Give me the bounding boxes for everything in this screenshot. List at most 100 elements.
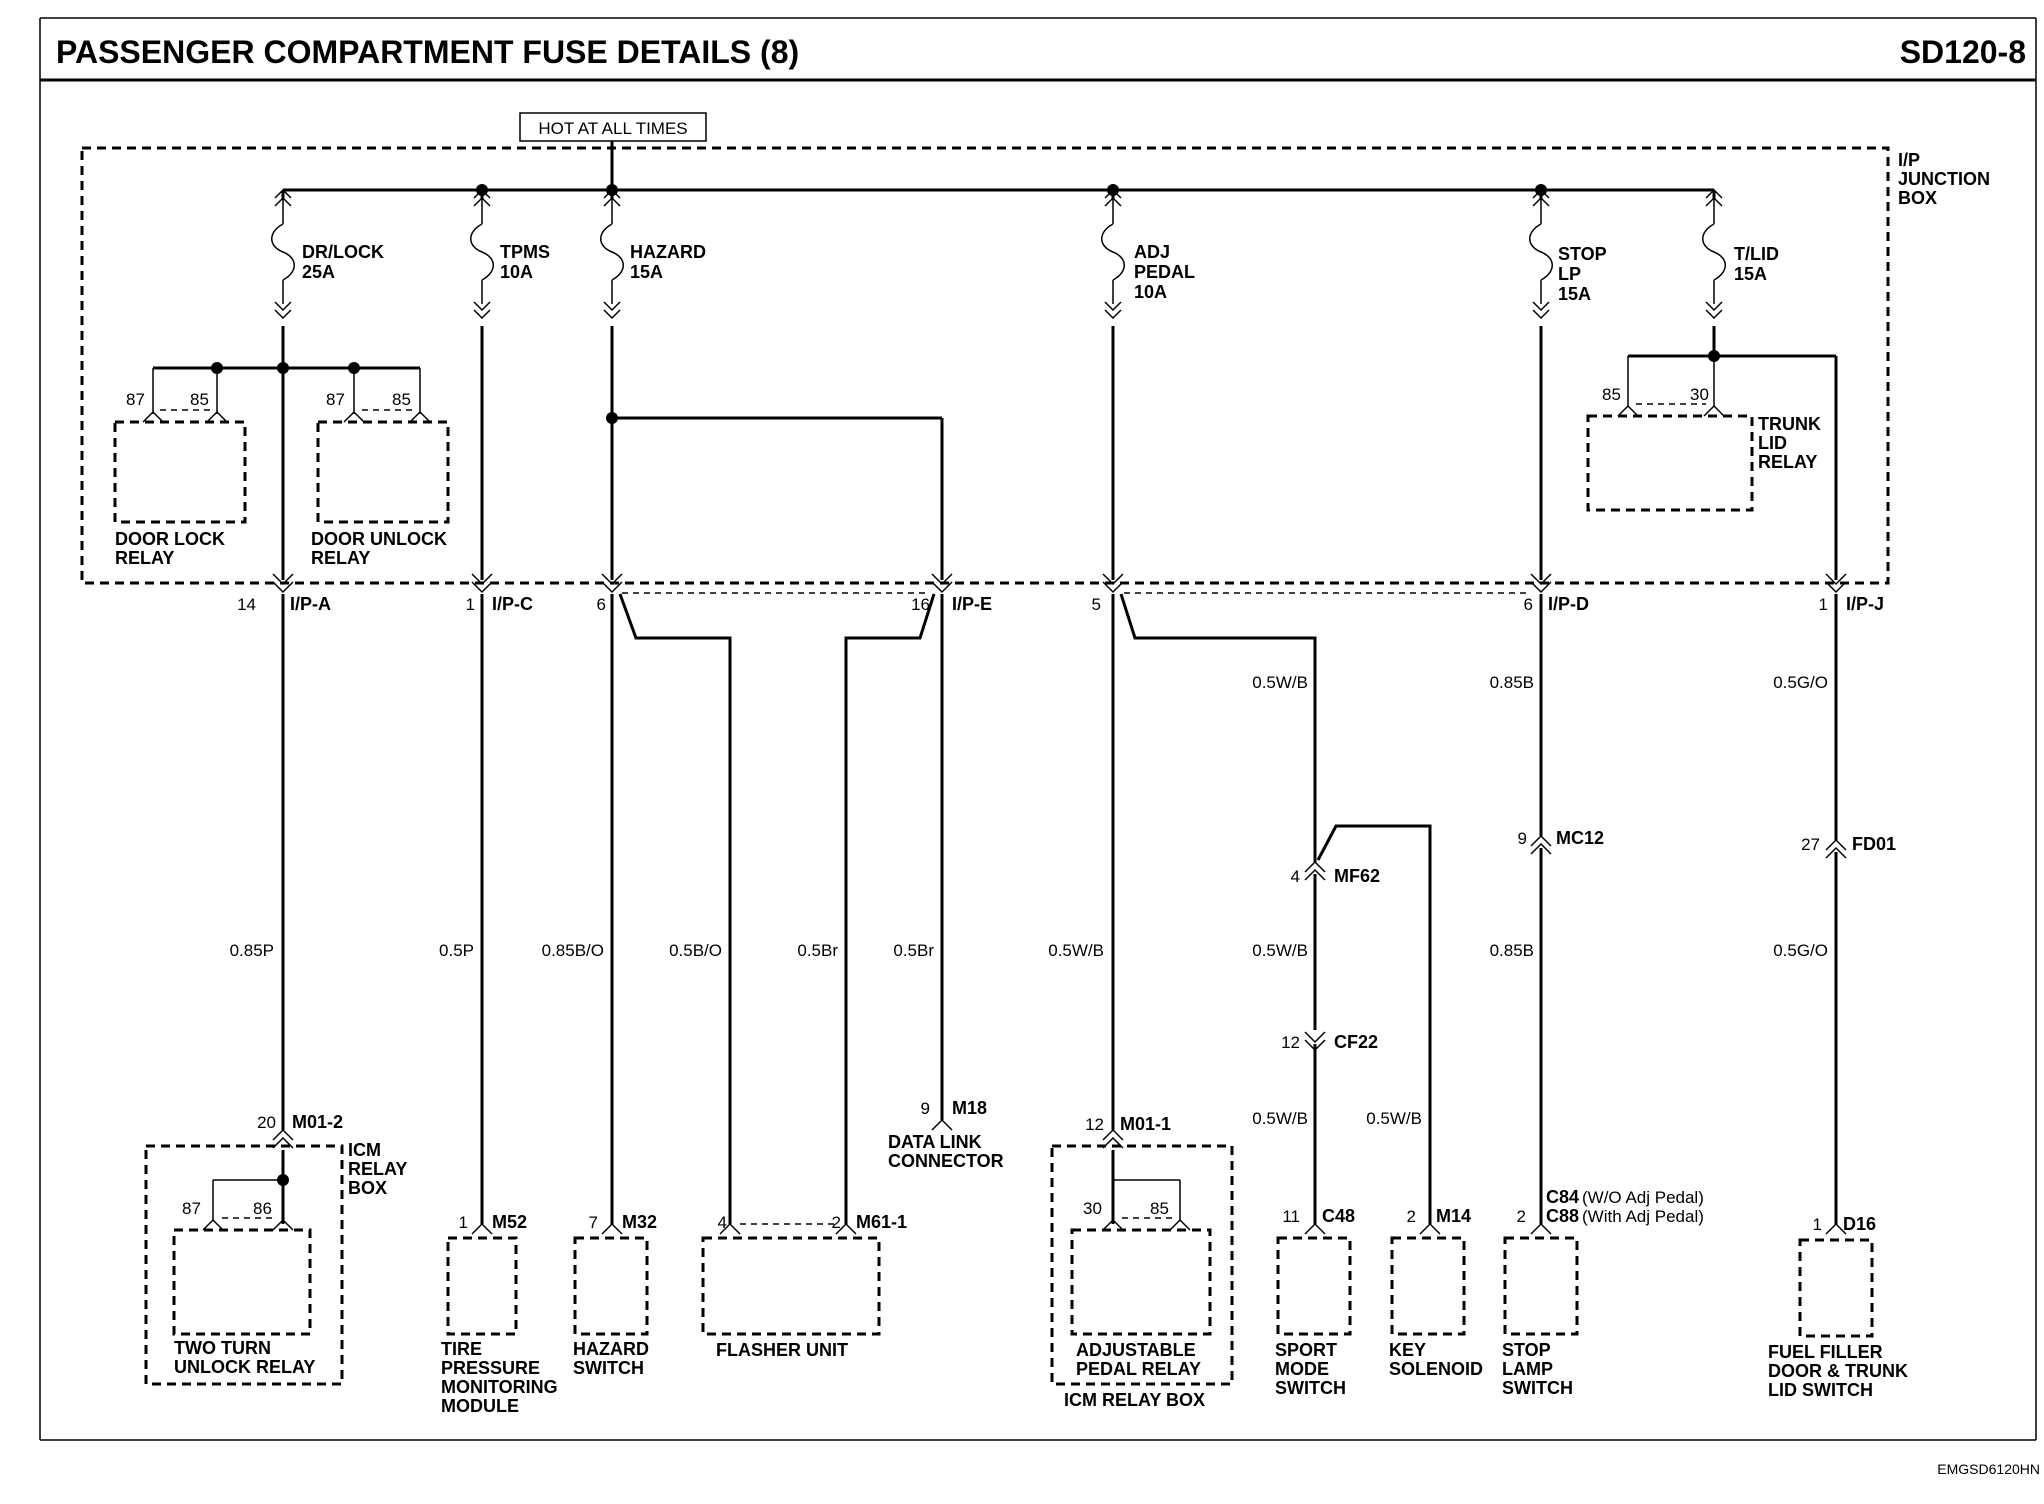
svg-text:0.5W/B: 0.5W/B [1366, 1109, 1422, 1128]
svg-text:6: 6 [597, 595, 606, 614]
svg-text:0.5G/O: 0.5G/O [1773, 941, 1828, 960]
svg-text:7: 7 [589, 1213, 598, 1232]
svg-text:10A: 10A [1134, 282, 1167, 302]
svg-text:(W/O Adj Pedal): (W/O Adj Pedal) [1582, 1188, 1704, 1207]
svg-text:86: 86 [253, 1199, 272, 1218]
svg-text:85: 85 [1602, 385, 1621, 404]
svg-text:DATA LINK: DATA LINK [888, 1132, 982, 1152]
stop-lamp-switch: 2 C84 (W/O Adj Pedal) C88 (With Adj Peda… [1502, 1187, 1704, 1398]
adjustable-pedal-relay: 12 M01-1 30 85 ADJUSTABLE PEDAL RELAY IC… [1050, 1114, 1234, 1410]
svg-text:5: 5 [1092, 595, 1101, 614]
svg-text:DOOR LOCK: DOOR LOCK [115, 529, 225, 549]
svg-text:1: 1 [1813, 1215, 1822, 1234]
svg-text:12: 12 [1281, 1033, 1300, 1052]
svg-text:TIRE: TIRE [441, 1339, 482, 1359]
fuse-adj-pedal: ADJ PEDAL 10A [1101, 189, 1195, 319]
svg-text:I/P-E: I/P-E [952, 594, 992, 614]
fuse-tlid: T/LID 15A [1702, 189, 1779, 319]
svg-text:0.85P: 0.85P [230, 941, 274, 960]
svg-text:DOOR & TRUNK: DOOR & TRUNK [1768, 1361, 1908, 1381]
svg-text:ICM: ICM [348, 1140, 381, 1160]
jb-connector-ip-c: 1 I/P-C [466, 573, 533, 614]
svg-text:LID SWITCH: LID SWITCH [1768, 1380, 1873, 1400]
jb-connector-ip-d-adj: 5 [1092, 573, 1529, 614]
svg-text:0.85B/O: 0.85B/O [542, 941, 604, 960]
door-unlock-relay: 87 85 DOOR UNLOCK RELAY [311, 390, 450, 568]
fuse-stop-lp: STOP LP 15A [1529, 189, 1607, 319]
svg-text:SOLENOID: SOLENOID [1389, 1359, 1483, 1379]
jb-connector-ip-j: 1 I/P-J [1819, 573, 1884, 614]
svg-text:MC12: MC12 [1556, 828, 1604, 848]
svg-text:ADJUSTABLE: ADJUSTABLE [1076, 1340, 1196, 1360]
svg-text:30: 30 [1083, 1199, 1102, 1218]
svg-text:87: 87 [326, 390, 345, 409]
svg-text:1: 1 [1819, 595, 1828, 614]
svg-text:2: 2 [1517, 1207, 1526, 1226]
svg-text:MF62: MF62 [1334, 866, 1380, 886]
svg-text:1: 1 [459, 1213, 468, 1232]
svg-text:STOP: STOP [1558, 244, 1607, 264]
svg-text:M01-2: M01-2 [292, 1112, 343, 1132]
fuel-filler-switch: 1 D16 FUEL FILLER DOOR & TRUNK LID SWITC… [1768, 1214, 1908, 1400]
svg-text:85: 85 [392, 390, 411, 409]
svg-text:DOOR UNLOCK: DOOR UNLOCK [311, 529, 447, 549]
svg-text:LID: LID [1758, 433, 1787, 453]
harness-wires [281, 593, 1838, 1225]
svg-text:MODE: MODE [1275, 1359, 1329, 1379]
svg-text:M18: M18 [952, 1098, 987, 1118]
svg-text:HAZARD: HAZARD [573, 1339, 649, 1359]
fuse-tpms: TPMS 10A [470, 189, 550, 319]
tpms-module: 1 M52 TIRE PRESSURE MONITORING MODULE [441, 1212, 558, 1416]
svg-text:LAMP: LAMP [1502, 1359, 1553, 1379]
svg-text:4: 4 [1291, 867, 1300, 886]
flasher-unit: 4 2 M61-1 FLASHER UNIT [701, 1212, 907, 1360]
data-link-connector: 9 M18 DATA LINK CONNECTOR [888, 1098, 1004, 1171]
power-label: HOT AT ALL TIMES [519, 112, 707, 142]
svg-text:SWITCH: SWITCH [573, 1358, 644, 1378]
svg-text:ADJ: ADJ [1134, 242, 1170, 262]
svg-text:I/P-J: I/P-J [1846, 594, 1884, 614]
svg-text:MODULE: MODULE [441, 1396, 519, 1416]
svg-text:FD01: FD01 [1852, 834, 1896, 854]
svg-text:15A: 15A [1734, 264, 1767, 284]
svg-text:(With Adj Pedal): (With Adj Pedal) [1582, 1207, 1704, 1226]
svg-text:16: 16 [911, 595, 930, 614]
svg-text:BOX: BOX [1898, 188, 1937, 208]
svg-text:11: 11 [1282, 1207, 1300, 1226]
svg-text:0.5W/B: 0.5W/B [1252, 1109, 1308, 1128]
svg-text:9: 9 [1518, 829, 1527, 848]
fuse-hazard: HAZARD 15A [600, 189, 706, 319]
key-solenoid: 2 M14 KEY SOLENOID [1389, 1206, 1483, 1379]
inline-connector-fd01: 27 FD01 [1801, 834, 1896, 859]
svg-text:0.5W/B: 0.5W/B [1252, 941, 1308, 960]
svg-text:30: 30 [1690, 385, 1709, 404]
svg-text:MONITORING: MONITORING [441, 1377, 558, 1397]
inline-connector-mf62: 4 MF62 [1291, 861, 1380, 886]
svg-text:27: 27 [1801, 835, 1820, 854]
svg-text:25A: 25A [302, 262, 335, 282]
svg-text:PEDAL RELAY: PEDAL RELAY [1076, 1359, 1201, 1379]
svg-text:STOP: STOP [1502, 1340, 1551, 1360]
svg-text:C88: C88 [1546, 1206, 1579, 1226]
svg-text:87: 87 [126, 390, 145, 409]
door-lock-relay: 87 85 DOOR LOCK RELAY [113, 390, 247, 568]
svg-text:KEY: KEY [1389, 1340, 1426, 1360]
svg-text:SWITCH: SWITCH [1502, 1378, 1573, 1398]
svg-text:C84: C84 [1546, 1187, 1579, 1207]
svg-text:SPORT: SPORT [1275, 1340, 1337, 1360]
svg-text:T/LID: T/LID [1734, 244, 1779, 264]
door-relays [152, 326, 421, 580]
hazard-switch: 7 M32 HAZARD SWITCH [573, 1212, 657, 1378]
svg-text:10A: 10A [500, 262, 533, 282]
jb-connector-ip-a: 14 I/P-A [237, 573, 331, 614]
svg-text:14: 14 [237, 595, 256, 614]
svg-text:M52: M52 [492, 1212, 527, 1232]
svg-text:6: 6 [1524, 595, 1533, 614]
jb-connector-ip-e: 16 I/P-E [622, 573, 992, 614]
svg-text:0.5P: 0.5P [439, 941, 474, 960]
svg-text:UNLOCK RELAY: UNLOCK RELAY [174, 1357, 315, 1377]
svg-text:0.5W/B: 0.5W/B [1048, 941, 1104, 960]
svg-text:JUNCTION: JUNCTION [1898, 169, 1990, 189]
footer-code: EMGSD6120HN [1937, 1461, 2040, 1477]
